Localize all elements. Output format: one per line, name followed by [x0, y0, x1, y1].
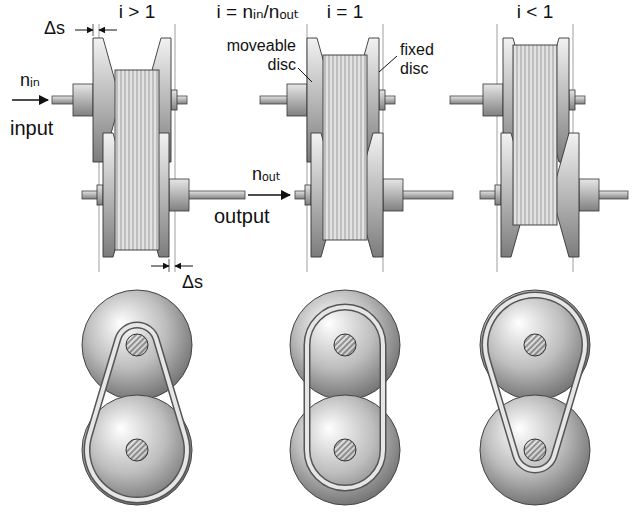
ratio-formula: i = nᵢₙ/nₒᵤₜ — [217, 1, 300, 24]
part-label: moveable disc — [200, 36, 296, 74]
speed-label: nₒᵤₜ — [252, 164, 281, 186]
shaft-section — [126, 334, 148, 356]
belt — [513, 45, 557, 225]
dimension-arrow — [151, 266, 169, 267]
dimension-arrow — [175, 266, 193, 267]
belt — [115, 70, 159, 250]
leader-line — [379, 56, 397, 72]
belt-loop — [485, 295, 585, 470]
output-pulley — [480, 395, 590, 505]
speed-label: nᵢₙ — [20, 70, 40, 92]
pulley-side-views — [52, 24, 628, 272]
part-label: fixed disc — [400, 40, 460, 78]
input-pulley — [82, 290, 192, 400]
leader-line — [298, 68, 312, 82]
dimension-arrow — [75, 30, 93, 31]
moveable-hub — [383, 179, 403, 211]
shaft-section — [334, 439, 356, 461]
belt-loop — [307, 307, 383, 488]
moveable-hub — [483, 84, 503, 116]
guide-line — [497, 24, 498, 272]
input-arrow — [12, 99, 48, 101]
shaft-section — [126, 439, 148, 461]
guide-line — [175, 24, 176, 272]
moveable-hub — [579, 179, 599, 211]
output-arrow — [248, 194, 290, 196]
belt-loop — [485, 295, 585, 470]
ratio-label: i < 1 — [517, 1, 553, 24]
belt — [513, 45, 557, 225]
dimension-label: Δs — [44, 18, 65, 40]
belt — [323, 55, 367, 240]
fixed-hub — [569, 90, 575, 110]
fixed-hub — [97, 185, 103, 205]
shaft-section — [524, 439, 546, 461]
dimension-arrow — [99, 30, 117, 31]
belt — [323, 55, 367, 240]
shaft-label: input — [10, 116, 53, 140]
belt-loop — [307, 307, 383, 488]
moveable-hub — [287, 84, 307, 116]
fixed-hub — [379, 90, 385, 110]
moveable-hub — [73, 84, 93, 116]
fixed-hub — [495, 185, 501, 205]
shaft-label: output — [214, 204, 270, 228]
moveable-disc — [555, 133, 579, 257]
fixed-hub — [305, 185, 311, 205]
pulley-front-views — [82, 290, 590, 505]
fixed-hub — [171, 90, 177, 110]
shaft-section — [524, 334, 546, 356]
annotations — [12, 24, 397, 272]
dimension-label: Δs — [182, 272, 203, 294]
belt — [115, 70, 159, 250]
ratio-label: i > 1 — [119, 1, 155, 24]
ratio-label: i = 1 — [327, 1, 363, 24]
moveable-hub — [169, 179, 189, 211]
belt-loop — [87, 325, 187, 500]
shaft-section — [334, 334, 356, 356]
belt-loop — [87, 325, 187, 500]
